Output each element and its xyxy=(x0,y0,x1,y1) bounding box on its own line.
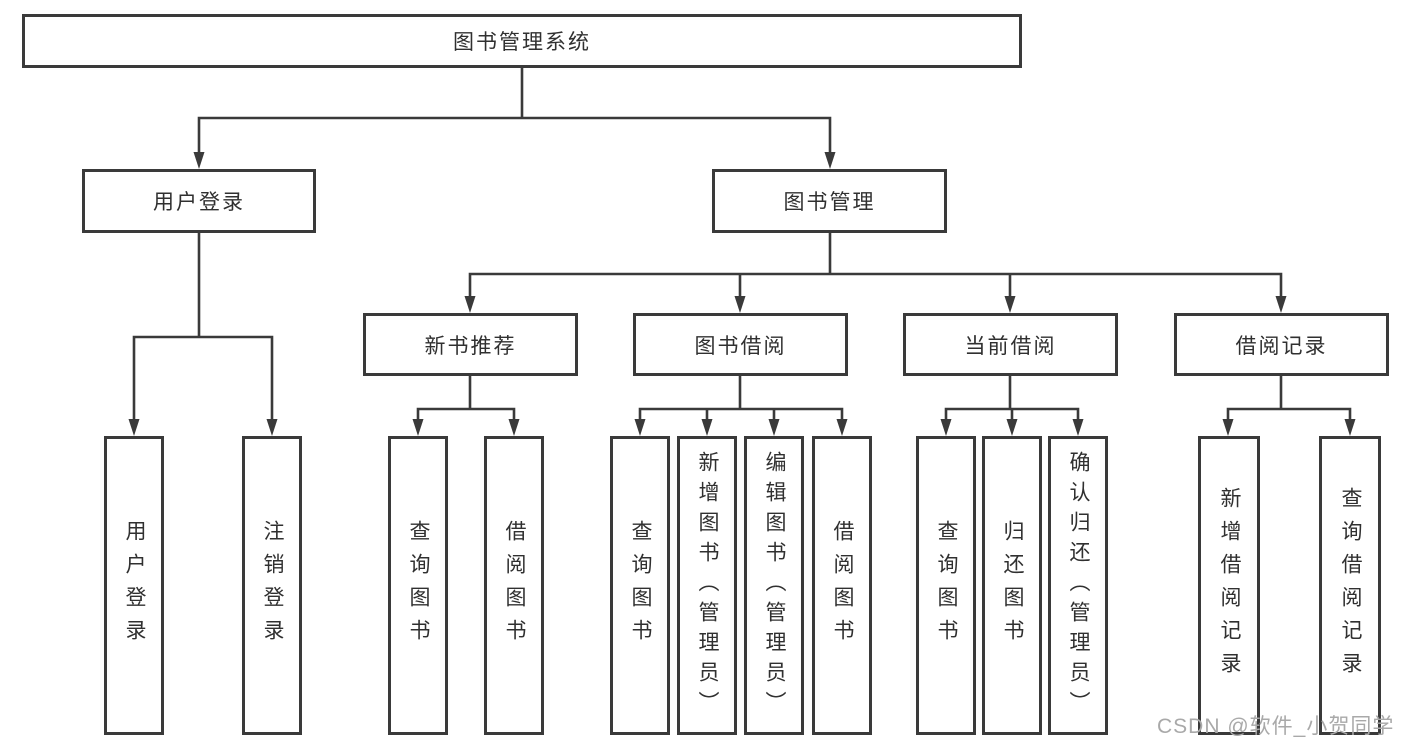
leaf-rec-search-books: 查询图书 xyxy=(388,436,448,735)
leaf-bb-borrow-books: 借阅图书 xyxy=(812,436,872,735)
node-borrowing-records: 借阅记录 xyxy=(1174,313,1389,376)
node-book-borrowing: 图书借阅 xyxy=(633,313,848,376)
leaf-bb-edit-books-admin: 编辑图书（管理员） xyxy=(744,436,804,735)
node-current-borrowing: 当前借阅 xyxy=(903,313,1118,376)
node-user-login: 用户登录 xyxy=(82,169,316,233)
leaf-br-search-record: 查询借阅记录 xyxy=(1319,436,1381,735)
node-new-book-recommendation: 新书推荐 xyxy=(363,313,578,376)
leaf-cb-search-books: 查询图书 xyxy=(916,436,976,735)
leaf-user-login: 用户登录 xyxy=(104,436,164,735)
leaf-br-add-record: 新增借阅记录 xyxy=(1198,436,1260,735)
node-book-management: 图书管理 xyxy=(712,169,947,233)
leaf-bb-search-books: 查询图书 xyxy=(610,436,670,735)
leaf-cb-return-books: 归还图书 xyxy=(982,436,1042,735)
leaf-logout: 注销登录 xyxy=(242,436,302,735)
leaf-rec-borrow-books: 借阅图书 xyxy=(484,436,544,735)
node-library-management-system: 图书管理系统 xyxy=(22,14,1022,68)
csdn-watermark: CSDN @软件_小贺同学 xyxy=(1157,715,1395,738)
leaf-bb-add-books-admin: 新增图书（管理员） xyxy=(677,436,737,735)
leaf-cb-confirm-return-admin: 确认归还（管理员） xyxy=(1048,436,1108,735)
